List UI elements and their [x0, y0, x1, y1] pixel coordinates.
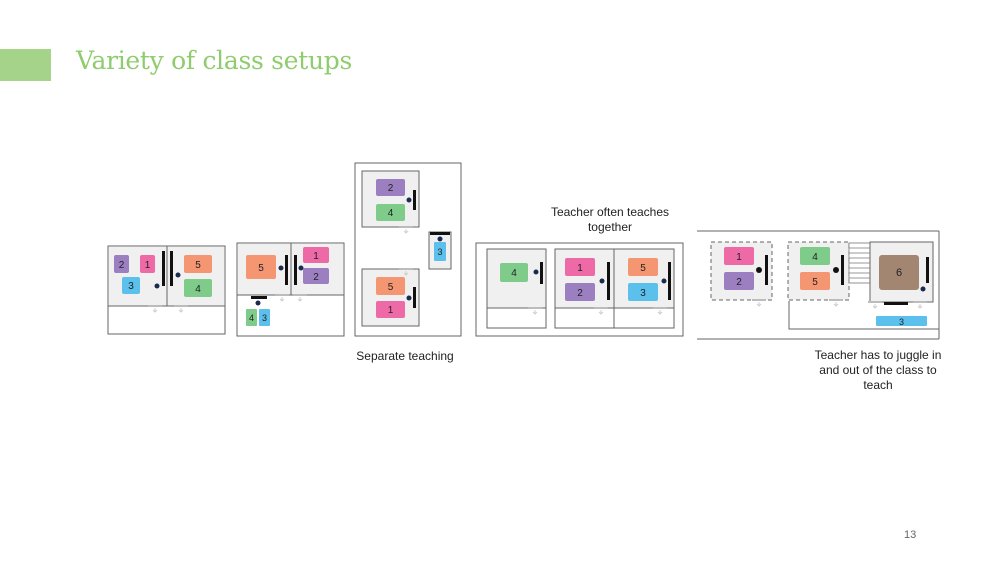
group-card: 4	[184, 279, 212, 297]
caption-teaches-together: Teacher often teaches together	[550, 205, 670, 234]
whiteboard	[841, 255, 844, 285]
teacher-dot	[406, 295, 412, 301]
teacher-dot	[278, 265, 284, 271]
group-card: 6	[879, 255, 919, 290]
group-card: 1	[140, 255, 155, 273]
whiteboard	[668, 262, 671, 300]
group-card: 2	[724, 272, 754, 290]
caption-separate-teaching: Separate teaching	[356, 349, 454, 363]
whiteboard	[607, 262, 610, 300]
group-number: 5	[195, 260, 201, 271]
teacher-dot	[599, 278, 605, 284]
whiteboard	[285, 255, 288, 285]
whiteboard	[540, 262, 543, 284]
teacher-dot	[437, 236, 443, 242]
group-number: 4	[388, 208, 394, 219]
setup-a: 2 1 3 5 4	[107, 245, 226, 335]
staircase	[848, 242, 871, 284]
group-card: 2	[376, 179, 405, 196]
setup-c: 2 4 3 5 1	[354, 162, 462, 337]
group-card: 3	[259, 309, 270, 326]
group-card: 2	[114, 255, 129, 273]
teacher-dot	[533, 269, 539, 275]
group-number: 5	[640, 263, 646, 274]
group-number: 2	[577, 288, 583, 299]
group-number: 5	[388, 282, 394, 293]
group-number: 3	[899, 317, 904, 327]
group-card: 2	[565, 283, 595, 301]
slide-title: Variety of class setups	[76, 46, 352, 75]
whiteboard	[413, 287, 416, 308]
group-number: 1	[736, 252, 742, 263]
whiteboard	[162, 251, 165, 286]
group-card: 5	[184, 255, 212, 273]
group-card: 2	[303, 268, 329, 284]
teacher-dot	[298, 265, 304, 271]
title-accent-bar	[0, 49, 51, 81]
group-number: 3	[437, 247, 442, 257]
group-number: 3	[262, 313, 267, 323]
group-card: 1	[565, 258, 595, 276]
whiteboard	[765, 255, 768, 285]
teacher-dot	[833, 267, 839, 273]
teacher-dot	[920, 286, 926, 292]
group-number: 1	[313, 251, 319, 262]
group-number: 2	[313, 272, 319, 283]
group-number: 1	[577, 263, 583, 274]
group-card: 4	[800, 247, 830, 265]
page-number: 13	[904, 529, 917, 541]
whiteboard	[413, 190, 416, 210]
group-card: 1	[376, 301, 405, 318]
group-number: 3	[128, 281, 134, 292]
whiteboard	[170, 251, 173, 286]
group-card: 1	[724, 247, 754, 265]
group-number: 1	[145, 260, 151, 271]
group-number: 5	[258, 263, 264, 274]
group-number: 4	[812, 252, 818, 263]
teacher-dot	[661, 278, 667, 284]
group-card: 3	[628, 283, 658, 301]
group-card: 4	[500, 263, 528, 282]
whiteboard	[430, 232, 450, 235]
setup-d: 4 1 2 5 3	[475, 242, 684, 337]
whiteboard	[294, 255, 297, 285]
teacher-dot	[406, 197, 412, 203]
whiteboard	[884, 302, 908, 305]
group-number: 2	[736, 277, 742, 288]
group-card: 5	[246, 255, 276, 279]
group-number: 3	[640, 288, 646, 299]
group-number: 5	[812, 277, 818, 288]
setup-e: 1 2 4 5	[697, 230, 940, 340]
group-number: 4	[195, 284, 201, 295]
teacher-dot	[756, 267, 762, 273]
caption-juggle: Teacher has to juggle in and out of the …	[814, 348, 942, 392]
group-number: 4	[511, 268, 517, 279]
group-card: 4	[246, 309, 257, 326]
whiteboard	[926, 257, 929, 283]
group-number: 2	[119, 260, 125, 271]
group-card: 3	[876, 316, 927, 327]
group-card: 5	[800, 272, 830, 290]
group-number: 6	[896, 267, 902, 279]
teacher-dot	[175, 272, 181, 278]
teacher-dot	[154, 283, 160, 289]
group-card: 4	[376, 204, 405, 221]
teacher-dot	[255, 300, 261, 306]
group-number: 1	[388, 305, 394, 316]
group-card: 3	[434, 242, 446, 261]
group-card: 5	[628, 258, 658, 276]
group-card: 3	[122, 277, 140, 294]
setup-b: 5 1 2 4 3	[236, 242, 345, 337]
group-card: 1	[303, 247, 329, 263]
group-card: 5	[376, 277, 405, 295]
group-number: 4	[249, 313, 254, 323]
group-number: 2	[388, 183, 394, 194]
whiteboard	[251, 296, 267, 299]
